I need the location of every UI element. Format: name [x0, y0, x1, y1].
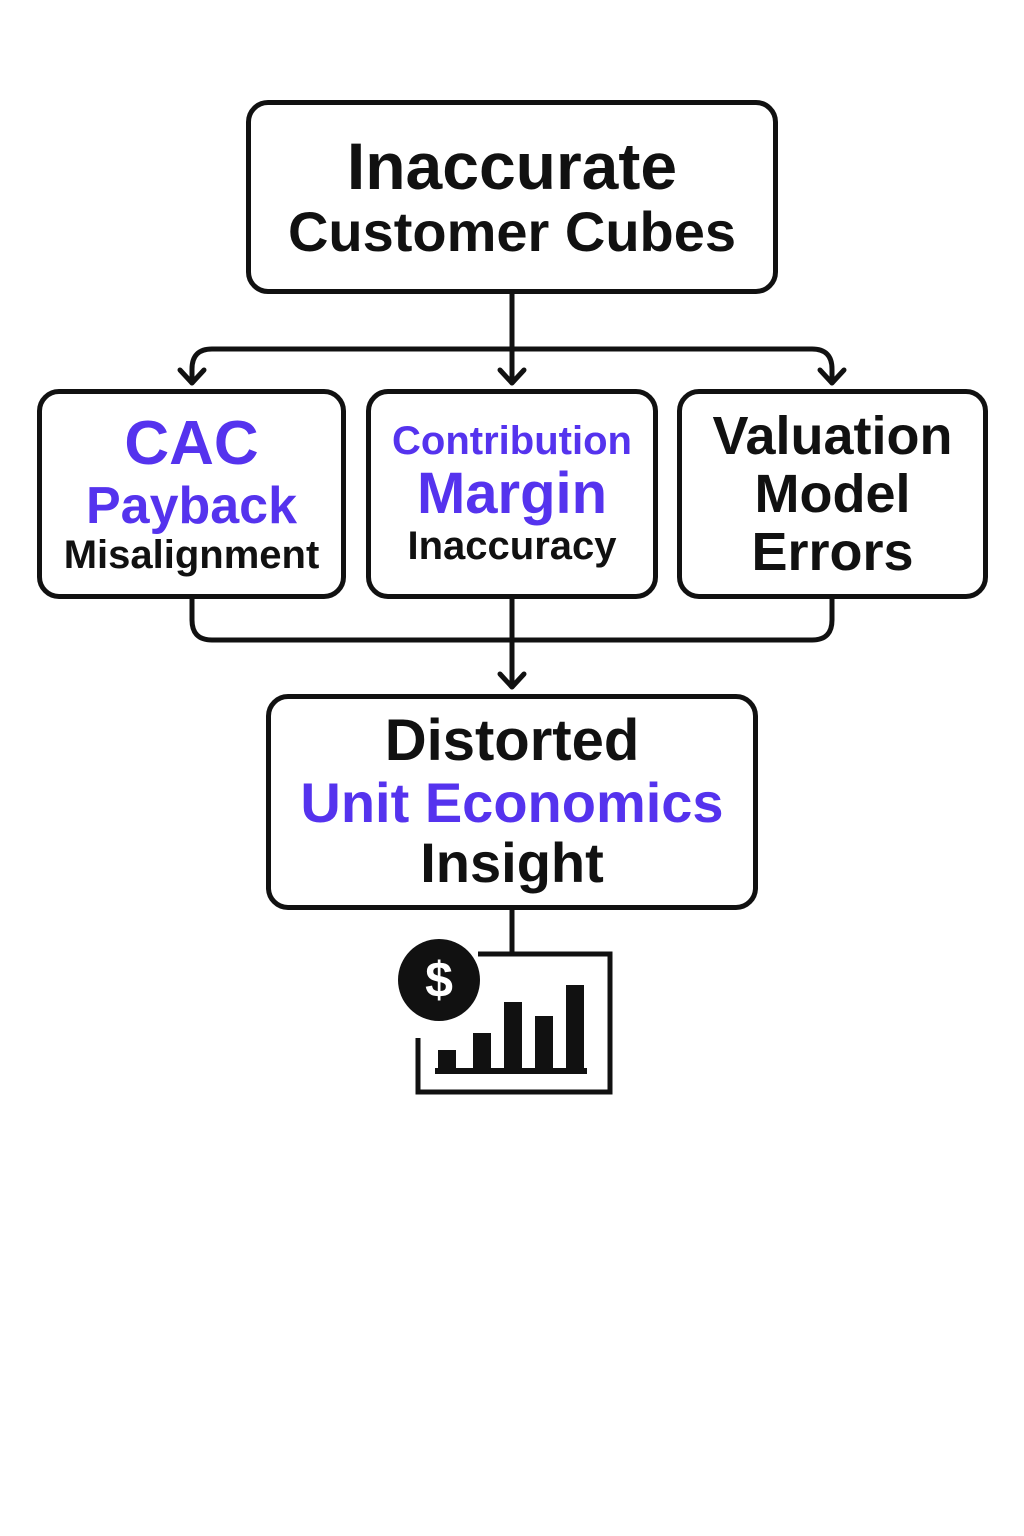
cac-node-line-3: Misalignment [63, 532, 320, 577]
valuation-node-line-1: Valuation [712, 405, 953, 466]
valuation-node-line-2: Model [754, 463, 911, 524]
dollar-coin-icon [398, 939, 480, 1021]
chart-bar-1 [438, 1050, 456, 1070]
outcome-node-line-1: Distorted [384, 708, 640, 774]
outcome-node-box: Distorted Unit Economics Insight [266, 694, 758, 910]
chart-frame [415, 951, 613, 1095]
valuation-node-line-3: Errors [751, 522, 914, 583]
cac-payback-node-box: CAC Payback Misalignment [37, 389, 346, 599]
outcome-node-line-2: Unit Economics [300, 770, 724, 834]
dollar-symbol: $ [425, 952, 453, 1008]
outcome-node-line-3: Insight [420, 831, 604, 895]
connector-split-left [189, 346, 515, 383]
cac-node-line-2: Payback [85, 476, 298, 535]
cac-node-line-1: CAC [124, 408, 259, 478]
cm-node-line-2: Margin [416, 460, 608, 526]
arrowhead-middle [497, 367, 527, 386]
arrowhead-left [177, 367, 207, 386]
chart-bar-5 [566, 985, 584, 1070]
arrowhead-bottom [497, 671, 527, 690]
chart-bar-3 [504, 1002, 522, 1070]
contribution-margin-node-box: Contribution Margin Inaccuracy [366, 389, 658, 599]
root-node-box: Inaccurate Customer Cubes [246, 100, 778, 294]
cm-node-line-1: Contribution [392, 418, 632, 463]
connector-split-right [509, 346, 835, 383]
chart-bar-4 [535, 1016, 553, 1070]
valuation-model-node-box: Valuation Model Errors [677, 389, 988, 599]
dollar-bar-chart-icon: $ [398, 939, 613, 1095]
cm-node-line-3: Inaccuracy [407, 524, 617, 569]
arrowhead-right [817, 367, 847, 386]
root-node-line-2: Customer Cubes [287, 200, 737, 264]
chart-bar-2 [473, 1033, 491, 1070]
root-node-line-1: Inaccurate [346, 129, 678, 204]
chart-baseline [435, 1068, 587, 1074]
